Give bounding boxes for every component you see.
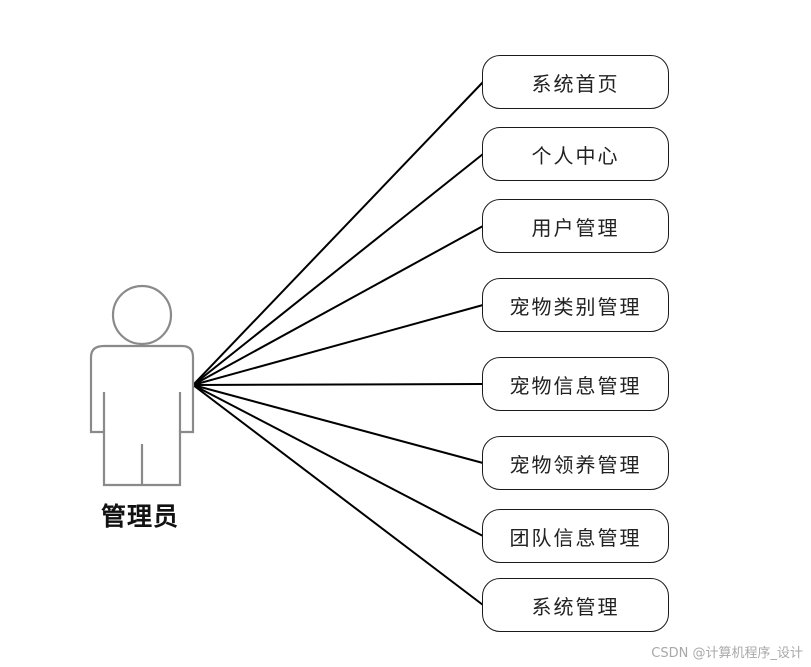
watermark: CSDN @计算机程序_设计 xyxy=(651,646,803,661)
association-line-6 xyxy=(192,384,484,464)
association-line-3 xyxy=(192,225,484,386)
use-case-system-management[interactable]: 系统管理 xyxy=(482,578,669,632)
use-case-team-info-management[interactable]: 团队信息管理 xyxy=(482,509,669,563)
actor-label: 管理员 xyxy=(100,502,179,531)
use-case-pet-category-management[interactable]: 宠物类别管理 xyxy=(482,278,669,332)
use-case-user-management[interactable]: 用户管理 xyxy=(482,199,669,253)
use-case-personal-center[interactable]: 个人中心 xyxy=(482,127,669,181)
association-line-5 xyxy=(192,383,484,386)
association-line-1 xyxy=(192,81,484,386)
actor-body xyxy=(89,344,195,487)
association-line-2 xyxy=(192,153,484,386)
association-line-7 xyxy=(192,384,484,537)
use-case-pet-info-management[interactable]: 宠物信息管理 xyxy=(482,357,669,411)
use-case-pet-adoption-management[interactable]: 宠物领养管理 xyxy=(482,436,669,490)
actor-figure xyxy=(89,284,195,487)
actor-head xyxy=(111,284,173,346)
association-line-4 xyxy=(192,304,484,386)
association-lines xyxy=(192,81,484,606)
use-case-system-home[interactable]: 系统首页 xyxy=(482,55,669,109)
association-line-8 xyxy=(192,384,484,606)
